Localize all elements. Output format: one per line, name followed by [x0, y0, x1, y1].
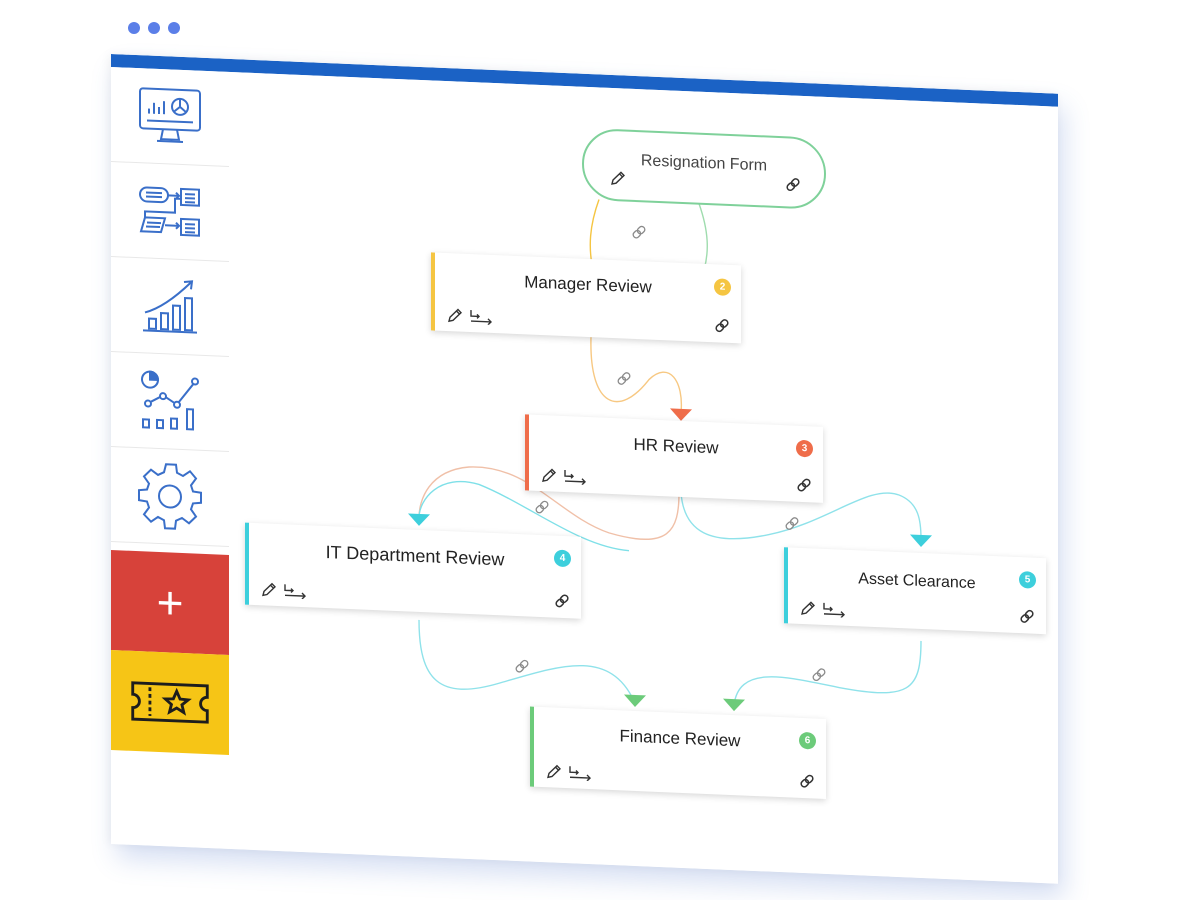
- node-title: IT Department Review: [325, 541, 505, 570]
- workflow-connections: [408, 199, 932, 712]
- pencil-icon[interactable]: [447, 307, 463, 324]
- workflow-node-hr-review[interactable]: HR Review 3: [525, 414, 823, 503]
- route-arrow-icon[interactable]: [469, 308, 493, 326]
- link-button[interactable]: [553, 592, 571, 611]
- step-badge: 4: [554, 549, 571, 568]
- app-window: ~: [111, 54, 1058, 884]
- node-title: Finance Review: [619, 726, 741, 751]
- arrow-head: [910, 534, 932, 547]
- link-icon: [617, 372, 631, 385]
- link-icon: [632, 225, 646, 239]
- window-dot: [128, 22, 140, 34]
- link-icon: [555, 594, 569, 608]
- sidebar-item-reports[interactable]: [111, 352, 229, 452]
- arrow-head: [624, 694, 646, 707]
- node-title: Asset Clearance: [858, 570, 976, 593]
- start-node-resignation-form[interactable]: Resignation Form: [582, 127, 826, 210]
- link-button[interactable]: [1018, 607, 1036, 626]
- connector-line: [590, 337, 683, 413]
- route-arrow-icon[interactable]: [283, 582, 307, 600]
- edit-button[interactable]: [610, 170, 626, 192]
- route-arrow-icon[interactable]: [568, 764, 592, 782]
- link-button[interactable]: [713, 316, 731, 335]
- add-button[interactable]: +: [111, 550, 229, 655]
- workflow-node-it-department-review[interactable]: IT Department Review 4: [245, 522, 581, 619]
- arrow-head: [670, 408, 692, 421]
- connector-line: [733, 640, 922, 706]
- workflow-diagram-icon: [139, 186, 200, 237]
- link-icon: [812, 668, 826, 682]
- pencil-icon[interactable]: [546, 763, 562, 780]
- connector-line: [698, 203, 708, 271]
- reports-chart-icon: [141, 370, 199, 431]
- workflow-node-manager-review[interactable]: Manager Review 2: [431, 252, 741, 344]
- sidebar-item-workflows[interactable]: [111, 162, 229, 262]
- arrow-head: [723, 698, 745, 712]
- window-controls: [128, 22, 180, 34]
- link-icon: [1020, 609, 1034, 623]
- connector-line: [418, 466, 680, 541]
- window-dot: [168, 22, 180, 34]
- promo-ticket-button[interactable]: [111, 650, 229, 755]
- workflow-canvas[interactable]: Resignation Form Manager Review 2 HR Rev…: [229, 71, 1058, 884]
- pencil-icon[interactable]: [800, 600, 816, 617]
- connector-line: [680, 492, 922, 540]
- step-badge: 6: [799, 731, 816, 750]
- link-button[interactable]: [798, 772, 816, 791]
- sidebar-item-dashboard[interactable]: [111, 67, 229, 167]
- arrow-head: [408, 513, 430, 526]
- pencil-icon[interactable]: [261, 581, 277, 598]
- sidebar: +: [111, 67, 230, 849]
- step-badge: 3: [796, 439, 813, 458]
- workflow-node-asset-clearance[interactable]: Asset Clearance 5: [784, 547, 1046, 635]
- link-icon: [785, 517, 799, 530]
- link-icon: [715, 319, 729, 333]
- sidebar-item-settings[interactable]: [111, 447, 229, 547]
- gear-icon: [138, 463, 202, 530]
- sidebar-item-analytics[interactable]: [111, 257, 229, 357]
- link-icon: [535, 500, 549, 514]
- workflow-node-finance-review[interactable]: Finance Review 6: [530, 706, 826, 799]
- link-icon: [800, 774, 814, 788]
- link-button[interactable]: [795, 476, 813, 495]
- step-badge: 2: [714, 278, 731, 296]
- connector-line: [418, 619, 635, 702]
- monitor-chart-icon: [139, 87, 201, 144]
- connector-line: [589, 199, 600, 266]
- link-button[interactable]: [784, 175, 802, 199]
- window-dot: [148, 22, 160, 34]
- link-icon: [786, 178, 800, 192]
- ticket-star-icon: [131, 681, 209, 724]
- plus-icon: +: [156, 575, 184, 630]
- connector-line: [418, 480, 630, 552]
- node-title: Manager Review: [524, 272, 652, 297]
- step-badge: 5: [1019, 571, 1036, 589]
- node-title: HR Review: [633, 434, 719, 458]
- route-arrow-icon[interactable]: [822, 601, 846, 618]
- link-icon: [797, 478, 811, 492]
- link-icon: [515, 659, 529, 673]
- growth-chart-icon: [143, 280, 197, 334]
- route-arrow-icon[interactable]: [563, 468, 587, 485]
- pencil-icon: [611, 171, 625, 185]
- pencil-icon[interactable]: [541, 467, 557, 484]
